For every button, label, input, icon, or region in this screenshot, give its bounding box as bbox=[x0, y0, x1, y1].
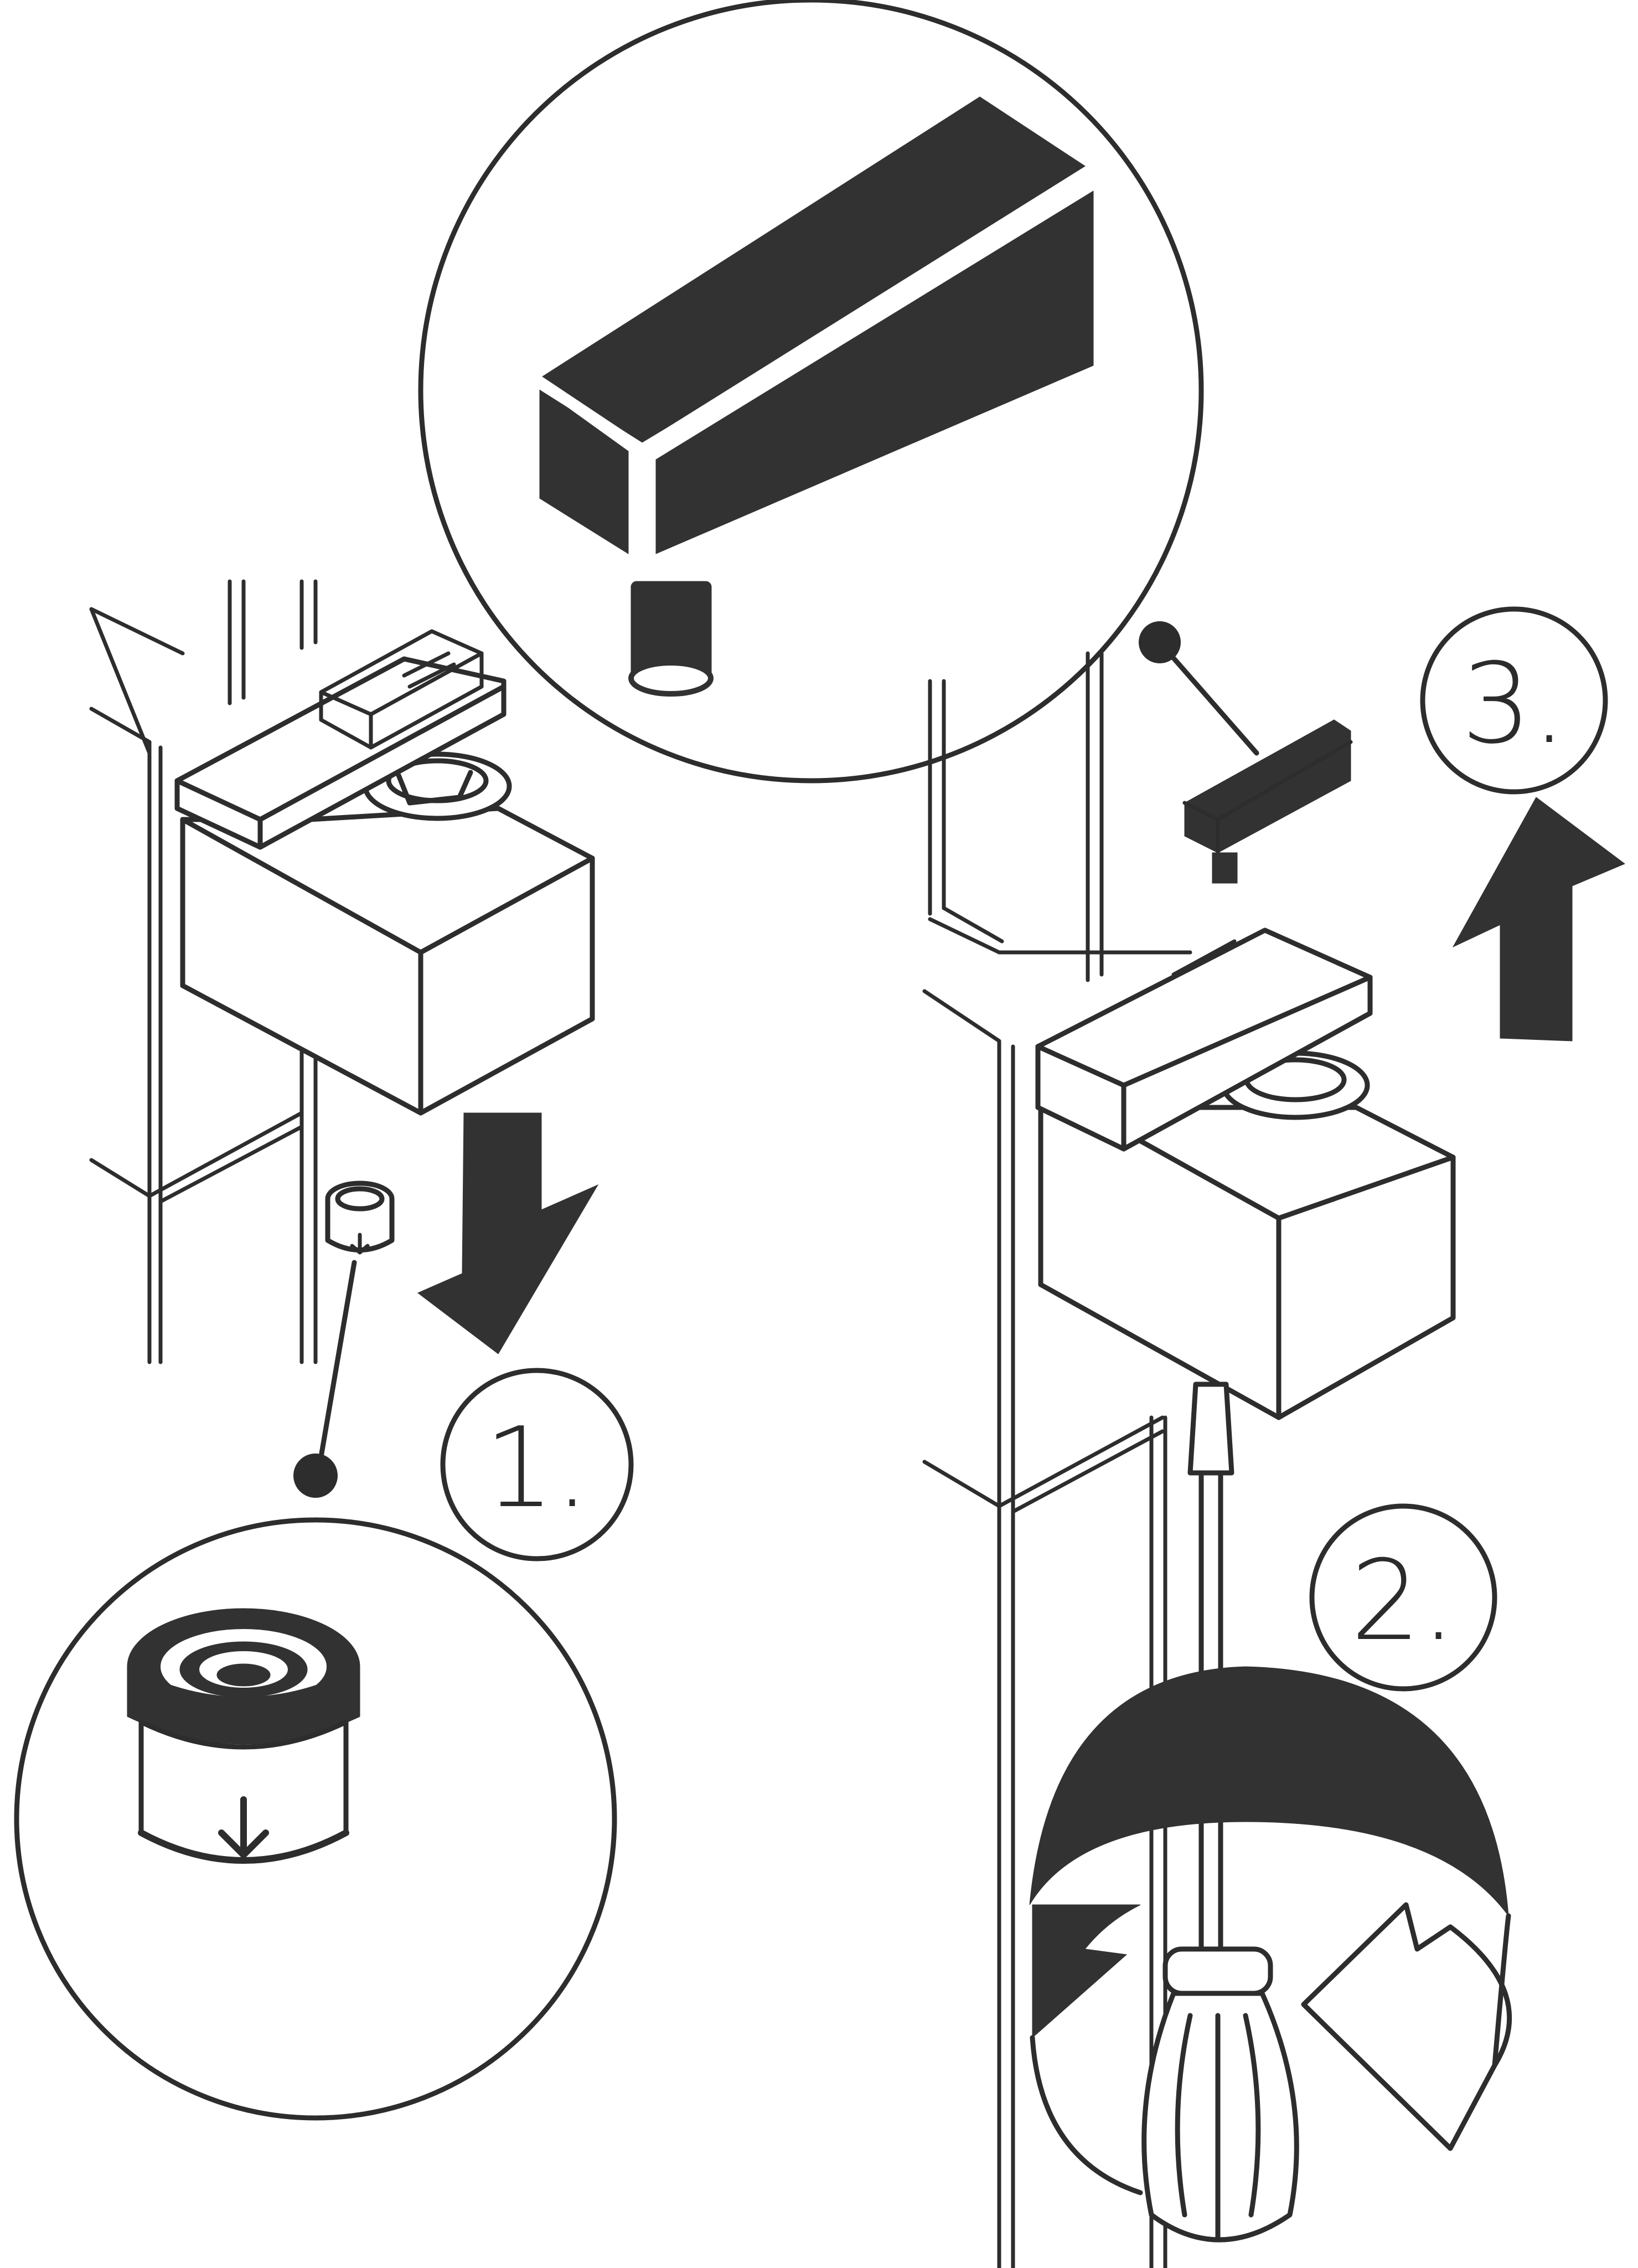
right-lever bbox=[1035, 927, 1373, 1152]
arrow-down-icon bbox=[417, 1112, 599, 1354]
step-1-badge: 1. bbox=[440, 1368, 634, 1561]
right-faucet bbox=[922, 621, 1456, 2268]
left-lever bbox=[174, 629, 507, 850]
right-spout-body bbox=[1038, 1050, 1456, 1420]
aerator-small-icon bbox=[325, 1181, 395, 1255]
arrow-up-icon bbox=[1452, 797, 1625, 1042]
aerator-icon bbox=[127, 1608, 360, 1864]
wall-tiles-left bbox=[89, 579, 318, 1364]
step-2-badge: 2. bbox=[1309, 1503, 1497, 1692]
left-faucet bbox=[89, 579, 595, 1498]
step-3-badge: 3. bbox=[1420, 606, 1608, 795]
step-2-label: 2. bbox=[1351, 1537, 1456, 1666]
step-1-label: 1. bbox=[484, 1404, 590, 1533]
wall-tiles-right bbox=[922, 651, 1192, 2268]
leader-dot-1 bbox=[293, 1453, 338, 1498]
lever-handle-icon bbox=[534, 96, 1096, 697]
left-spout-body bbox=[180, 751, 595, 1116]
rotate-counterclockwise-icon bbox=[1029, 1666, 1512, 2195]
lever-handle-small-icon bbox=[1182, 719, 1353, 884]
step-3-label: 3. bbox=[1461, 640, 1567, 769]
aerator-detail-magnifier bbox=[14, 1517, 617, 2121]
lever-detail-magnifier bbox=[418, 0, 1204, 784]
leader-dot-3 bbox=[1139, 621, 1181, 663]
